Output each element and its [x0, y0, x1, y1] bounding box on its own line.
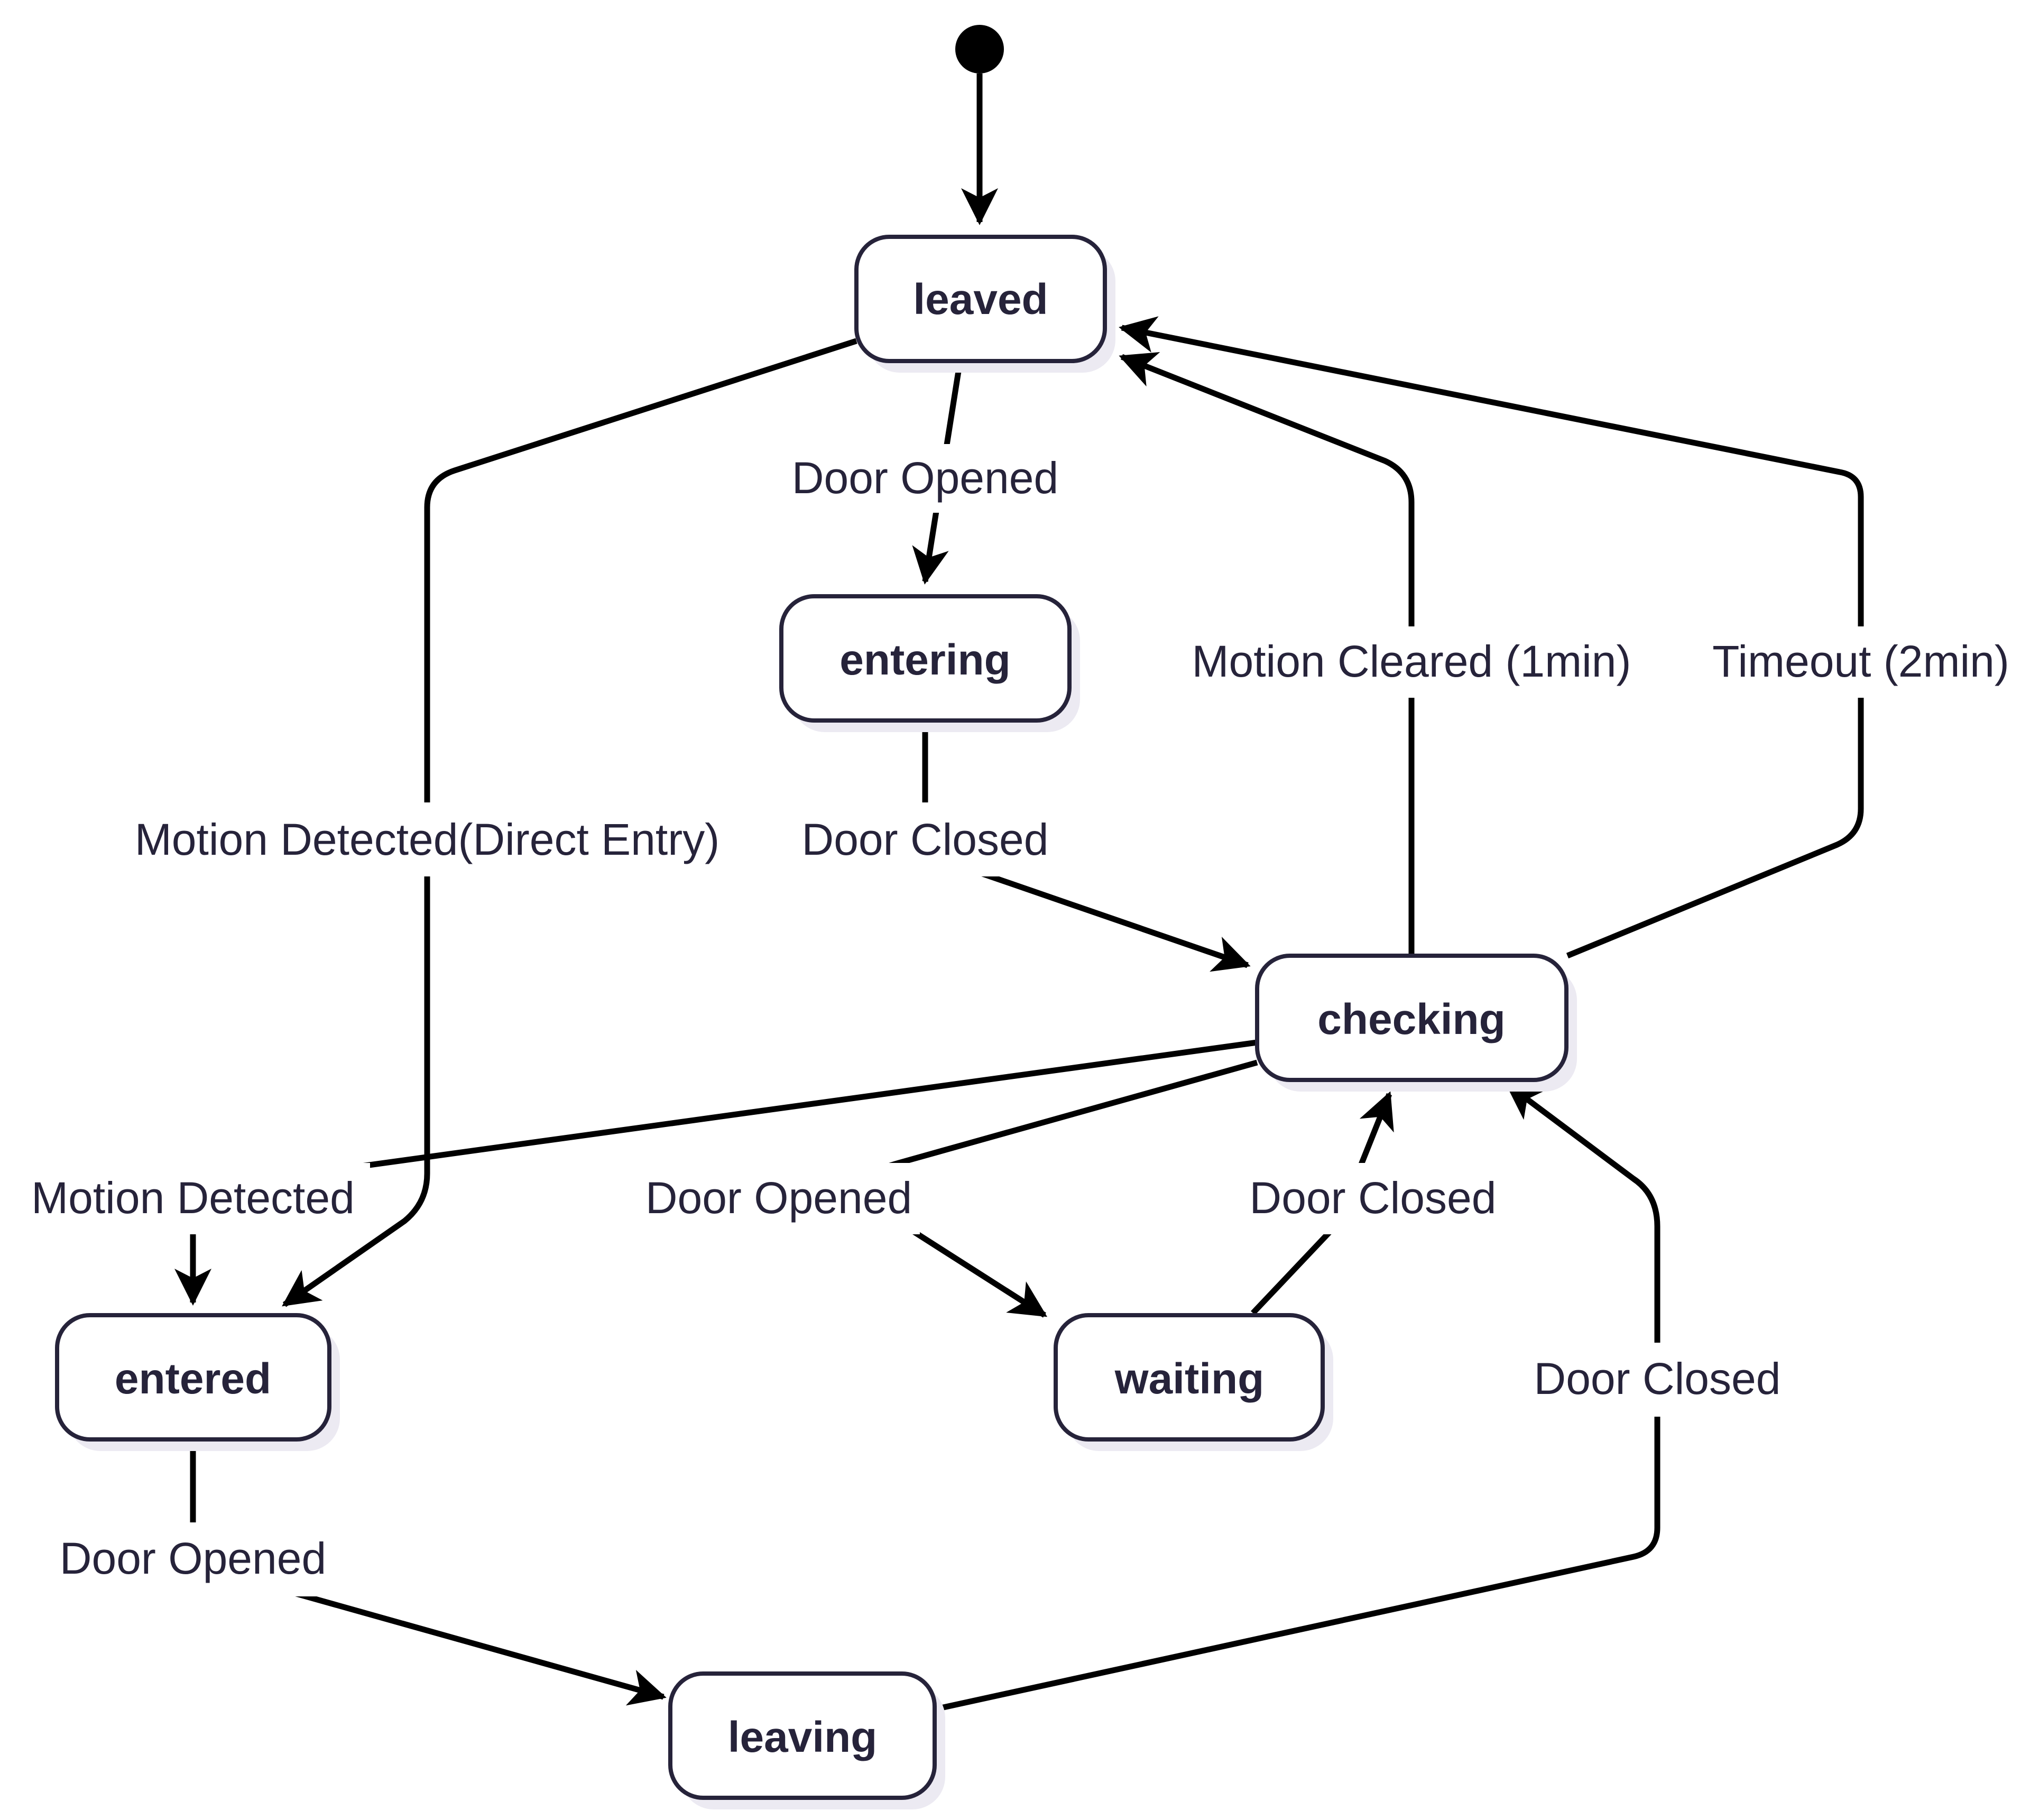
- initial-state-node: [955, 25, 1004, 73]
- label-door-opened-3: Door Opened: [60, 1533, 326, 1583]
- edge-checking-to-leaved-timeout: [1119, 316, 1864, 959]
- edge-checking-to-leaved-motion-cleared: [1119, 352, 1415, 954]
- state-leaved: leaved: [854, 235, 1115, 373]
- label-bg-entering-checking: [790, 802, 1060, 876]
- label-bg-motion-detected: [21, 1163, 370, 1234]
- state-entering: entering: [779, 594, 1080, 732]
- label-bg-motion-cleared: [1176, 626, 1647, 698]
- edge-leaving-to-checking: [937, 1082, 1660, 1712]
- label-bg-entered-leaving: [53, 1522, 336, 1596]
- state-label-waiting: waiting: [1114, 1355, 1264, 1403]
- label-bg-leaved-entering: [782, 444, 1068, 513]
- label-bg-leaving-checking: [1522, 1343, 1792, 1417]
- state-label-entering: entering: [839, 636, 1010, 684]
- label-door-closed-3: Door Closed: [1534, 1354, 1781, 1403]
- state-label-entered: entered: [115, 1355, 271, 1403]
- label-motion-cleared: Motion Cleared (1min): [1192, 636, 1631, 686]
- state-label-leaved: leaved: [913, 275, 1048, 324]
- label-bg-waiting-checking: [1240, 1163, 1509, 1234]
- label-motion-detected-direct-entry: Motion Detected(Direct Entry): [135, 815, 719, 864]
- label-bg-timeout: [1702, 626, 2025, 698]
- label-motion-detected: Motion Detected: [31, 1173, 355, 1223]
- state-entered: entered: [55, 1313, 340, 1451]
- state-label-checking: checking: [1317, 995, 1505, 1043]
- label-door-closed-2: Door Closed: [1250, 1173, 1497, 1223]
- label-timeout: Timeout (2min): [1712, 636, 2009, 686]
- state-leaving: leaving: [668, 1671, 945, 1809]
- label-bg-direct-entry: [119, 802, 737, 876]
- state-waiting: waiting: [1054, 1313, 1333, 1451]
- state-label-leaving: leaving: [728, 1713, 878, 1761]
- state-checking: checking: [1255, 954, 1577, 1092]
- label-bg-checking-waiting: [634, 1163, 920, 1234]
- label-door-opened-2: Door Opened: [645, 1173, 912, 1223]
- label-door-opened-1: Door Opened: [792, 453, 1058, 503]
- label-door-closed-1: Door Closed: [802, 815, 1049, 864]
